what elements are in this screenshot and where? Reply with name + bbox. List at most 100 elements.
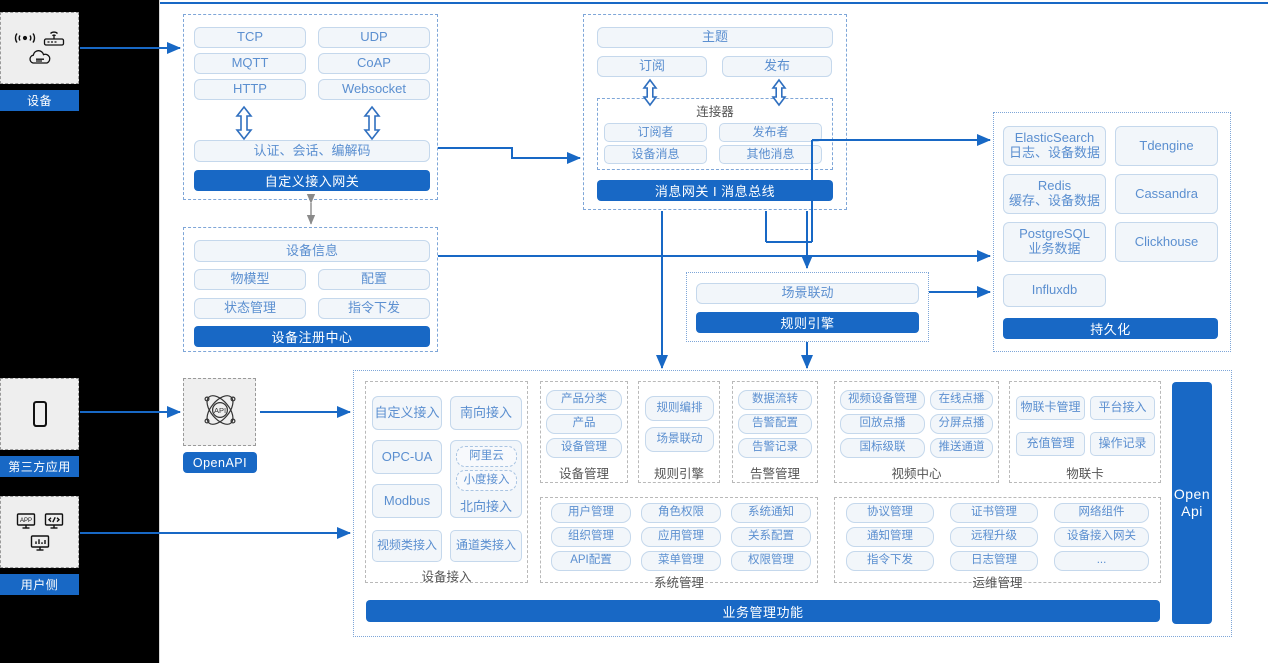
scene-linkage-pill[interactable]: 场景联动: [696, 283, 919, 304]
ic-operation-log[interactable]: 操作记录: [1090, 432, 1155, 456]
state-manage-pill[interactable]: 状态管理: [194, 298, 306, 319]
protocol-mqtt[interactable]: MQTT: [194, 53, 306, 74]
protocol-coap[interactable]: CoAP: [318, 53, 430, 74]
da-channel-access[interactable]: 通道类接入: [450, 530, 522, 562]
rail-divider: [159, 0, 160, 663]
rail-group-third-party: 第三方应用: [0, 378, 79, 477]
system-manage-title: 系统管理: [653, 576, 704, 590]
ic-card-manage[interactable]: 物联卡管理: [1016, 396, 1085, 420]
da-aliyun[interactable]: 阿里云: [456, 446, 517, 467]
alarm-manage-region: [732, 381, 818, 483]
subscribe-pill[interactable]: 订阅: [597, 56, 707, 77]
business-bar[interactable]: 业务管理功能: [366, 600, 1160, 622]
topic-pill[interactable]: 主题: [597, 27, 833, 48]
sm-user-manage[interactable]: 用户管理: [551, 503, 631, 523]
top-accent-rule: [159, 2, 1268, 4]
ic-recharge-manage[interactable]: 充值管理: [1016, 432, 1085, 456]
protocol-tcp[interactable]: TCP: [194, 27, 306, 48]
persist-redis[interactable]: Redis 缓存、设备数据: [1003, 174, 1106, 214]
persist-elasticsearch[interactable]: ElasticSearch 日志、设备数据: [1003, 126, 1106, 166]
sm-menu-manage[interactable]: 菜单管理: [641, 551, 721, 571]
sm-org-manage[interactable]: 组织管理: [551, 527, 631, 547]
da-custom-access[interactable]: 自定义接入: [372, 396, 442, 430]
om-command-issue[interactable]: 指令下发: [846, 551, 934, 571]
om-log-manage[interactable]: 日志管理: [950, 551, 1038, 571]
rule-engine-bar[interactable]: 规则引擎: [696, 312, 919, 333]
message-gateway-bar[interactable]: 消息网关 I 消息总线: [597, 180, 833, 201]
auth-session-codec[interactable]: 认证、会话、编解码: [194, 140, 430, 162]
config-pill[interactable]: 配置: [318, 269, 430, 290]
cloud-icon: [25, 49, 55, 67]
connector-other-msg[interactable]: 其他消息: [719, 145, 822, 164]
da-video-access[interactable]: 视频类接入: [372, 530, 442, 562]
da-northbound-label: 北向接入: [459, 499, 512, 514]
device-info-pill[interactable]: 设备信息: [194, 240, 430, 262]
openapi-bar[interactable]: OpenAPI: [183, 452, 257, 473]
sm-relation-cfg[interactable]: 关系配置: [731, 527, 811, 547]
thing-model-pill[interactable]: 物模型: [194, 269, 306, 290]
connector-subscriber[interactable]: 订阅者: [604, 123, 707, 142]
re-scene-linkage[interactable]: 场景联动: [645, 427, 714, 452]
am-alarm-config[interactable]: 告警配置: [738, 414, 812, 434]
persist-elasticsearch-name: ElasticSearch: [1014, 130, 1095, 146]
dm-device-manage[interactable]: 设备管理: [546, 438, 622, 458]
persistence-bar[interactable]: 持久化: [1003, 318, 1218, 339]
dm-product[interactable]: 产品: [546, 414, 622, 434]
connector-publisher[interactable]: 发布者: [719, 123, 822, 142]
persist-tdengine[interactable]: Tdengine: [1115, 126, 1218, 166]
om-device-gateway[interactable]: 设备接入网关: [1054, 527, 1149, 547]
protocol-udp[interactable]: UDP: [318, 27, 430, 48]
dm-product-category[interactable]: 产品分类: [546, 390, 622, 410]
da-xiaodu[interactable]: 小度接入: [456, 470, 517, 491]
protocol-websocket[interactable]: Websocket: [318, 79, 430, 100]
command-issue-pill[interactable]: 指令下发: [318, 298, 430, 319]
svg-text:APP: APP: [19, 518, 31, 524]
sm-perm-manage[interactable]: 权限管理: [731, 551, 811, 571]
video-center-title: 视频中心: [891, 467, 942, 481]
system-manage-region: [540, 497, 818, 583]
persist-postgresql-sub: 业务数据: [1028, 241, 1081, 256]
vc-playback-vod[interactable]: 回放点播: [840, 414, 925, 434]
sm-app-manage[interactable]: 应用管理: [641, 527, 721, 547]
vc-gb-cascade[interactable]: 国标级联: [840, 438, 925, 458]
vc-push-channel[interactable]: 推送通道: [930, 438, 993, 458]
persist-elasticsearch-sub: 日志、设备数据: [1008, 145, 1100, 160]
protocol-http[interactable]: HTTP: [194, 79, 306, 100]
persist-clickhouse[interactable]: Clickhouse: [1115, 222, 1218, 262]
da-southbound[interactable]: 南向接入: [450, 396, 522, 430]
om-network-comp[interactable]: 网络组件: [1054, 503, 1149, 523]
vc-video-device-manage[interactable]: 视频设备管理: [840, 390, 925, 410]
sm-api-config[interactable]: API配置: [551, 551, 631, 571]
third-party-icon-box: [0, 378, 79, 450]
ic-platform-access[interactable]: 平台接入: [1090, 396, 1155, 420]
connector-device-msg[interactable]: 设备消息: [604, 145, 707, 164]
persist-influxdb[interactable]: Influxdb: [1003, 274, 1106, 307]
iot-card-title: 物联卡: [1066, 467, 1104, 481]
open-api-rail[interactable]: Open Api: [1172, 382, 1212, 624]
vc-live-vod[interactable]: 在线点播: [930, 390, 993, 410]
device-manage-region: [540, 381, 628, 483]
da-opc-ua[interactable]: OPC-UA: [372, 440, 442, 474]
re-rule-orchestration[interactable]: 规则编排: [645, 396, 714, 421]
wifi-signal-icon: [14, 30, 36, 46]
persist-postgresql-name: PostgreSQL: [1019, 226, 1090, 242]
vc-split-screen-vod[interactable]: 分屏点播: [930, 414, 993, 434]
device-registry-bar[interactable]: 设备注册中心: [194, 326, 430, 347]
om-cert-manage[interactable]: 证书管理: [950, 503, 1038, 523]
rail-group-user-side: APP 用户侧: [0, 496, 79, 595]
device-manage-title: 设备管理: [558, 467, 609, 481]
am-alarm-record[interactable]: 告警记录: [738, 438, 812, 458]
om-remote-upgrade[interactable]: 远程升级: [950, 527, 1038, 547]
da-modbus[interactable]: Modbus: [372, 484, 442, 518]
om-protocol-manage[interactable]: 协议管理: [846, 503, 934, 523]
persist-postgresql[interactable]: PostgreSQL 业务数据: [1003, 222, 1106, 262]
sm-role-perm[interactable]: 角色权限: [641, 503, 721, 523]
sm-sys-notice[interactable]: 系统通知: [731, 503, 811, 523]
access-gateway-bar[interactable]: 自定义接入网关: [194, 170, 430, 191]
om-more[interactable]: ...: [1054, 551, 1149, 571]
publish-pill[interactable]: 发布: [722, 56, 832, 77]
am-data-flow[interactable]: 数据流转: [738, 390, 812, 410]
om-notice-manage[interactable]: 通知管理: [846, 527, 934, 547]
persist-redis-sub: 缓存、设备数据: [1008, 193, 1100, 208]
persist-cassandra[interactable]: Cassandra: [1115, 174, 1218, 214]
